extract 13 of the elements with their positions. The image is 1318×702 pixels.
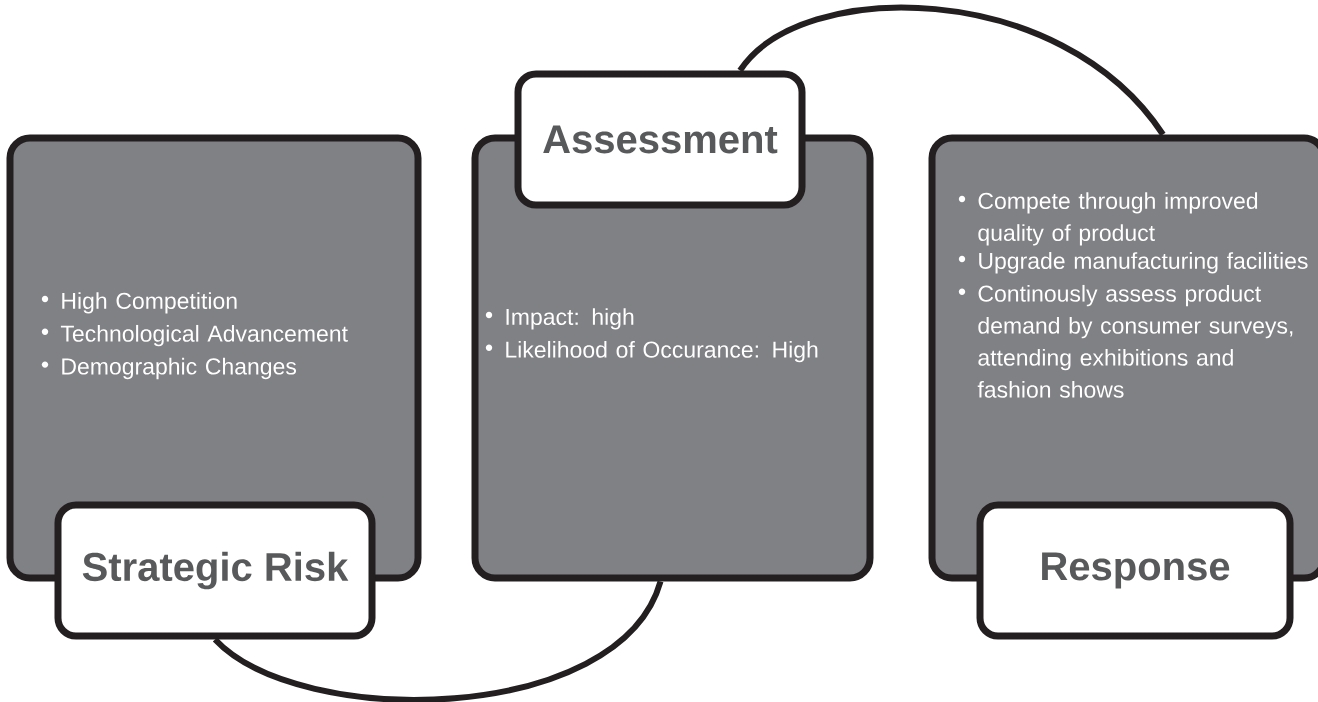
list-item: Likelihood of Occurance: High <box>506 340 818 363</box>
curved-connector <box>737 4 1166 137</box>
list-item: Compete through improved quality of product <box>978 192 1258 246</box>
list-item: Technological Advancement <box>60 324 348 347</box>
list-item: Impact: high <box>506 308 634 330</box>
list-item: Continously assess product demand by consumer surveys, attending exhibitions and fashion shows <box>977 284 1293 398</box>
title-box: Strategic Risk <box>54 501 376 640</box>
list-item: High Competition <box>62 292 237 314</box>
title-box: Response <box>976 501 1294 640</box>
list-item: Demographic Changes <box>62 357 297 380</box>
list-item: Upgrade manufacturing facilities <box>979 252 1308 274</box>
title-box: Assessment <box>514 70 806 209</box>
curved-connector <box>213 580 664 702</box>
